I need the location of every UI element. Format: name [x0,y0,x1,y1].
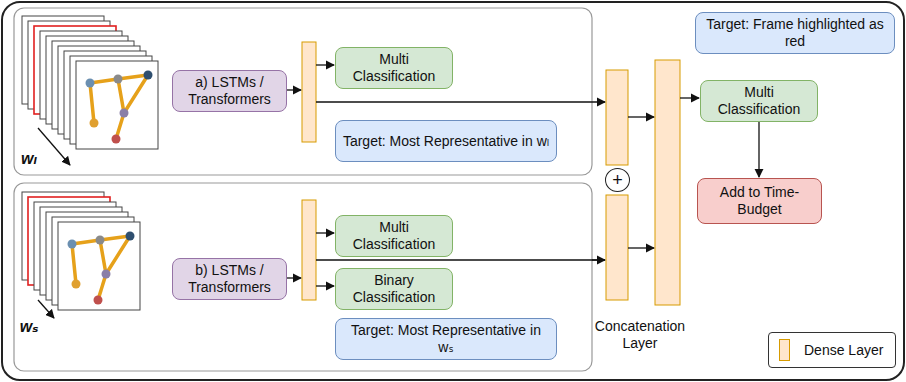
arrow [316,232,334,233]
layer-label: Concatenation Layer [584,318,696,352]
node-text: Multi Classification [342,219,446,253]
legend-swatch [779,339,790,361]
dense-layer [302,42,316,142]
pose-limb [118,75,148,79]
output-box: Add to Time-Budget [697,178,822,224]
pose-joint [90,119,99,128]
arrow [316,64,334,65]
frame-stacks [22,16,158,310]
pose-joint [114,75,123,84]
dense-layer [606,195,628,300]
pose-joint [72,280,81,289]
pose-limb [72,244,76,284]
pose-joint [68,240,77,249]
panel-long-window [14,8,592,175]
node-text: Target: Frame highlighted as red [702,16,888,50]
node-text: Multi Classification [342,51,446,85]
pose-limb [100,240,106,274]
pose-joint [120,109,129,118]
node-text: Target: Most Representative in wₗ [343,133,549,150]
model-box: a) LSTMs / Transformers [172,70,287,112]
node-text: a) LSTMs / Transformers [179,74,280,108]
node-text: Target: Most Representative in wₛ [342,322,550,356]
node-text: + [612,172,623,189]
legend: Dense Layer [768,332,896,368]
target-box: Target: Most Representative in wₛ [335,318,557,360]
pose-limb [100,236,130,240]
pose-limb [124,75,148,113]
pose-joint [126,232,135,241]
model-box: b) LSTMs / Transformers [172,258,287,300]
arrow [316,259,605,260]
target-box: Target: Frame highlighted as red [695,12,895,54]
window-label: wₛ [14,318,44,335]
dense-layer [302,200,316,300]
node-text: Add to Time-Budget [704,184,815,218]
pose-limb [118,79,124,113]
dense-layer [655,60,680,305]
layer-label: Concatenation Layer [595,318,685,351]
dense-layer [606,70,628,165]
frame [76,61,158,149]
sum-circle: + [605,168,630,192]
arrow [628,116,654,117]
window-axis [38,128,70,165]
pose-joint [86,79,95,88]
pose-limb [106,236,130,274]
window-label: wₗ [21,150,37,167]
target-box: Target: Most Representative in wₗ [335,120,557,162]
arrow [680,97,699,98]
node-text: Binary Classification [342,272,446,306]
arrow [316,101,605,102]
arrow [287,277,301,278]
classifier-box: Multi Classification [335,215,453,257]
classifier-box: Multi Classification [700,80,818,122]
pose-joint [102,270,111,279]
panel-short-window [14,183,592,371]
arrow [316,285,334,286]
classifier-box: Binary Classification [335,268,453,310]
legend-text: Dense Layer [804,342,883,358]
classifier-box: Multi Classification [335,47,453,89]
arrow [592,259,605,260]
node-text: b) LSTMs / Transformers [179,262,280,296]
window-axis [38,300,54,318]
frame [58,222,140,310]
window-label: wₗ [14,150,44,167]
pose-joint [96,236,105,245]
pose-joint [144,71,153,80]
pose-joint [94,296,103,305]
node-text: Multi Classification [707,84,811,118]
window-label: wₛ [20,318,39,335]
arrow [287,89,301,90]
pose-joint [112,135,121,144]
connector [758,122,759,177]
arrow [628,247,654,248]
pose-limb [90,83,94,123]
